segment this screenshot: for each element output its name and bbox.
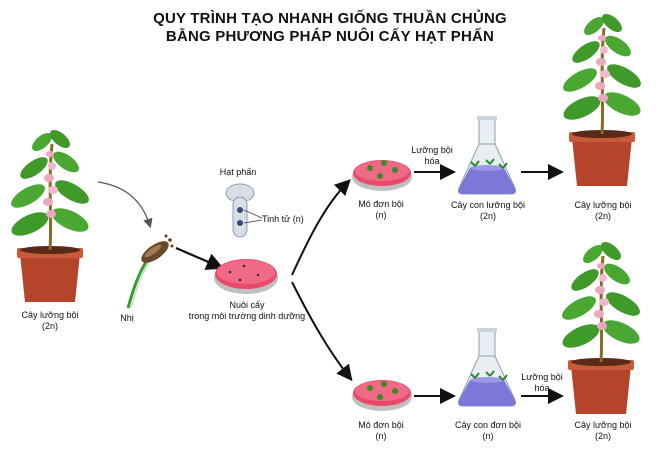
culture-dish-icon [214, 259, 278, 294]
label-plant-top-ploidy: (2n) [594, 211, 611, 221]
label-plant-bottom: Cây lưỡng bội (2n) [558, 420, 648, 442]
tissue-dish-top-icon [352, 160, 412, 191]
label-flask-top-ploidy: (2n) [479, 211, 496, 221]
label-tissue-bottom-ploidy: (n) [375, 431, 387, 441]
flask-top-icon [458, 115, 516, 195]
label-pollen: Hạt phấn [219, 167, 257, 177]
label-plant-left: Cây lưỡng bội (2n) [10, 310, 90, 332]
pointer-sperm-2 [243, 219, 263, 224]
label-diploidize-top-line1: Lưỡng bội [411, 145, 453, 155]
label-tissue-bottom-name: Mô đơn bội [358, 420, 404, 430]
label-plant-left-name: Cây lưỡng bội [21, 310, 79, 320]
label-plant-left-ploidy: (2n) [41, 321, 58, 331]
label-diploidize-top: Lưỡng bội hóa [402, 145, 462, 167]
label-plant-top-name: Cây lưỡng bội [574, 200, 632, 210]
label-flask-bottom-ploidy: (n) [482, 431, 494, 441]
pollen-grain-icon [225, 183, 255, 238]
plant-left [6, 125, 94, 304]
diagram-title-line1: QUY TRÌNH TẠO NHANH GIỐNG THUẦN CHỦNG [153, 10, 507, 27]
label-flask-bottom-name: Cây con đơn bội [455, 420, 521, 430]
label-diploidize-bottom-line2: hóa [534, 383, 550, 393]
label-diploidize-bottom: Lưỡng bội hóa [512, 372, 572, 394]
label-tissue-top: Mô đơn bội (n) [346, 199, 416, 221]
arrow-plant-to-stamen [97, 181, 153, 229]
label-tissue-top-ploidy: (n) [375, 210, 387, 220]
diagram-title-line2: BẰNG PHƯƠNG PHÁP NUÔI CẤY HẠT PHẤN [165, 28, 495, 45]
label-flask-top-name: Cây con lưỡng bội [451, 200, 525, 210]
label-tissue-top-name: Mô đơn bội [358, 199, 404, 209]
tissue-dish-bottom-icon [352, 380, 412, 411]
label-plant-top: Cây lưỡng bội (2n) [558, 200, 648, 222]
arrow-to-tissue-bottom [291, 281, 353, 382]
stamen-icon [126, 234, 174, 309]
label-diploidize-bottom-line1: Lưỡng bội [521, 372, 563, 382]
label-stamen: Nhị [120, 313, 134, 323]
label-plant-bottom-ploidy: (2n) [594, 431, 611, 441]
label-culture-line2: trong môi trường dinh dưỡng [188, 311, 306, 321]
label-plant-bottom-name: Cây lưỡng bội [574, 420, 632, 430]
label-sperm: Tinh tử (n) [262, 214, 304, 224]
flask-bottom-icon [458, 327, 516, 407]
pointer-sperm-1 [243, 209, 263, 219]
label-diploidize-top-line2: hóa [424, 156, 440, 166]
arrow-stamen-to-culture [175, 246, 225, 270]
label-culture-line1: Nuôi cấy [229, 300, 265, 310]
arrow-to-tissue-top [291, 179, 351, 276]
label-flask-bottom: Cây con đơn bội (n) [438, 420, 538, 442]
label-culture: Nuôi cấy trong môi trường dinh dưỡng [172, 300, 322, 322]
label-tissue-bottom: Mô đơn bội (n) [346, 420, 416, 442]
label-flask-top: Cây con lưỡng bội (2n) [438, 200, 538, 222]
